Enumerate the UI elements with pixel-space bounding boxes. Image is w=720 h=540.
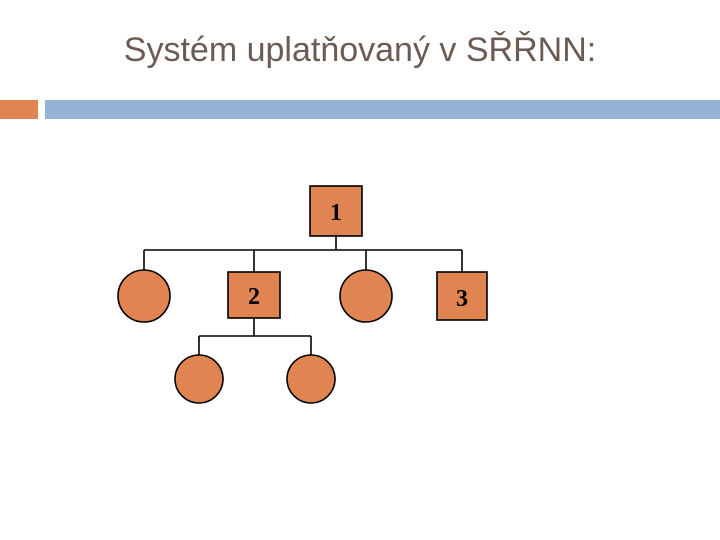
node-l2n4[interactable]: 3 bbox=[436, 271, 488, 321]
connector-group-level2 bbox=[198, 318, 312, 355]
node-l2n2[interactable]: 2 bbox=[227, 271, 281, 319]
hierarchy-diagram: 1 2 3 bbox=[0, 130, 720, 540]
node-l2n4-label: 3 bbox=[456, 286, 468, 312]
title-block: Systém uplatňovaný v SŘŘNN: bbox=[0, 28, 720, 90]
node-l2n2-label: 2 bbox=[248, 284, 260, 310]
node-l3n1-shape bbox=[174, 354, 224, 404]
node-l2n1[interactable] bbox=[117, 269, 171, 323]
node-l2n2-shape bbox=[227, 271, 281, 319]
node-l2n1-shape bbox=[117, 269, 171, 323]
page-title: Systém uplatňovaný v SŘŘNN: bbox=[123, 31, 597, 69]
title-divider bbox=[0, 100, 720, 119]
node-l2n3[interactable] bbox=[339, 269, 393, 323]
connector-group-level1 bbox=[143, 236, 463, 272]
node-l2n3-shape bbox=[339, 269, 393, 323]
node-root-shape bbox=[309, 185, 363, 237]
node-l3n2[interactable] bbox=[286, 354, 336, 404]
node-l3n2-shape bbox=[286, 354, 336, 404]
node-root-label: 1 bbox=[330, 200, 342, 226]
node-l2n4-shape bbox=[436, 271, 488, 321]
node-l3n1[interactable] bbox=[174, 354, 224, 404]
divider-rule-bar bbox=[45, 100, 720, 119]
node-root[interactable]: 1 bbox=[309, 185, 363, 237]
divider-accent-block bbox=[0, 100, 38, 119]
